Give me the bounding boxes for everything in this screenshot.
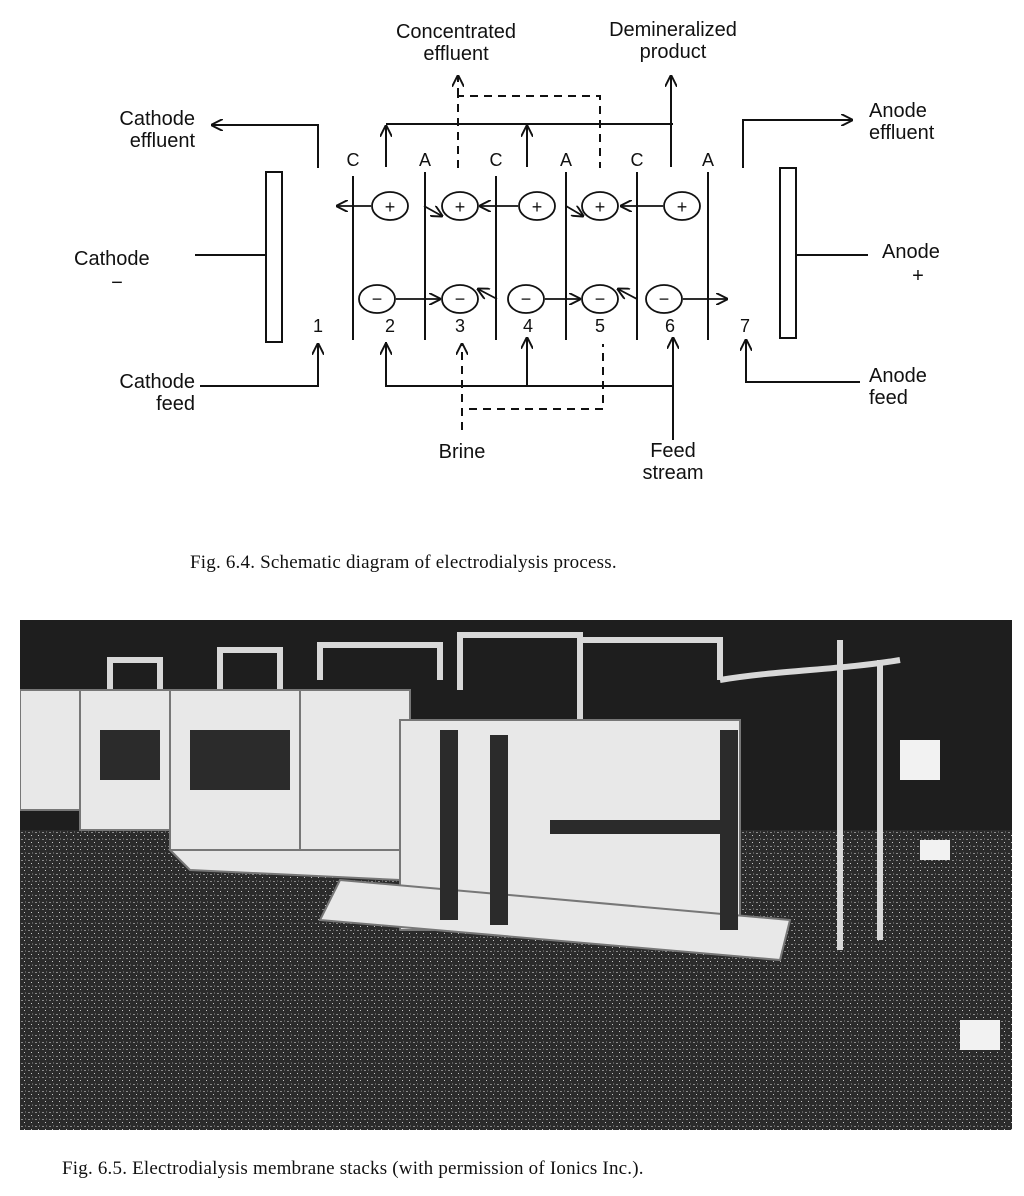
cathode-effluent-label: effluent	[130, 130, 196, 152]
figure-6-5-caption: Fig. 6.5. Electrodialysis membrane stack…	[62, 1158, 644, 1179]
compartment-number-5: 5	[595, 316, 605, 336]
membrane-label-2: A	[419, 150, 431, 170]
membrane-label-4: A	[560, 150, 572, 170]
cation-symbol: +	[677, 197, 688, 217]
figure-6-4-caption: Fig. 6.4. Schematic diagram of electrodi…	[190, 552, 617, 573]
electrodialysis-schematic: + + + + + − − − − − C A C A C A 1 2 3 4 …	[74, 19, 940, 484]
anode-electrode	[779, 167, 797, 339]
cathode-polarity: −	[111, 272, 123, 294]
membrane-label-1: C	[347, 150, 360, 170]
anode-effluent-label: Anode	[869, 100, 927, 122]
cathode-feed-arrow	[200, 344, 318, 387]
anode-polarity: +	[912, 265, 924, 287]
demineralized-product-label: Demineralized	[609, 19, 737, 41]
membrane-stacks-photo	[20, 620, 1012, 1130]
concentrated-effluent-label: Concentrated	[396, 21, 516, 43]
cathode-effluent-label: Cathode	[119, 108, 195, 130]
cation-symbol: +	[532, 197, 543, 217]
anode-label: Anode	[882, 241, 940, 263]
feed-stream-label: Feed	[650, 440, 696, 462]
anion-symbol: −	[372, 289, 383, 309]
membrane-label-3: C	[490, 150, 503, 170]
compartment-number-1: 1	[313, 316, 323, 336]
cathode-label: Cathode	[74, 248, 150, 270]
anode-feed-label: Anode	[869, 365, 927, 387]
membrane-label-5: C	[631, 150, 644, 170]
compartment-number-6: 6	[665, 316, 675, 336]
anion-symbol: −	[659, 289, 670, 309]
compartment-number-7: 7	[740, 316, 750, 336]
compartment-number-2: 2	[385, 316, 395, 336]
demineralized-product-label: product	[640, 41, 707, 63]
cation-symbol: +	[455, 197, 466, 217]
membrane-label-6: A	[702, 150, 714, 170]
cathode-feed-label: feed	[156, 393, 195, 415]
anion-symbol: −	[595, 289, 606, 309]
anode-feed-label: feed	[869, 387, 908, 409]
concentrated-effluent-label: effluent	[423, 43, 489, 65]
compartment-number-3: 3	[455, 316, 465, 336]
anion-symbol: −	[521, 289, 532, 309]
anode-effluent-label: effluent	[869, 122, 935, 144]
cation-symbol: +	[595, 197, 606, 217]
anion-symbol: −	[455, 289, 466, 309]
compartment-number-4: 4	[523, 316, 533, 336]
brine-label: Brine	[439, 441, 486, 463]
cation-symbol: +	[385, 197, 396, 217]
cathode-feed-label: Cathode	[119, 371, 195, 393]
feed-stream-label: stream	[642, 462, 703, 484]
cathode-effluent-arrow	[212, 125, 319, 168]
cathode-electrode	[265, 171, 283, 343]
anode-feed-arrow	[746, 340, 860, 383]
anode-effluent-arrow	[742, 120, 852, 168]
